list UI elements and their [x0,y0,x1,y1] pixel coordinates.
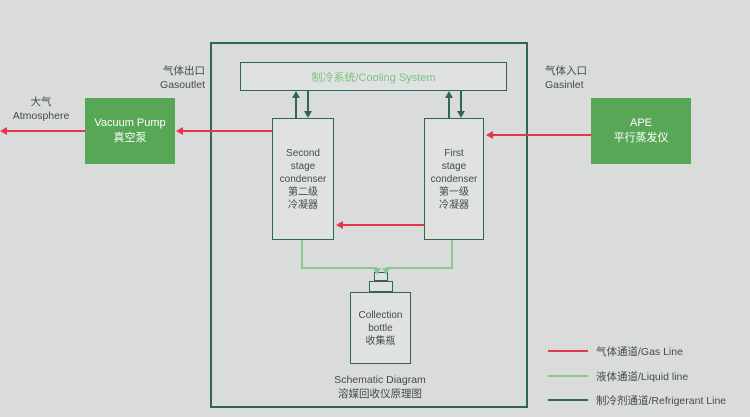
schematic-caption: Schematic Diagram 溶媒回收仪原理图 [334,374,426,400]
refrigerant-line-condenser1-return [448,98,450,118]
legend-liquid-line-swatch [548,375,588,377]
refrigerant-arrow-down-condenser2 [304,111,312,118]
refrigerant-arrow-up-condenser2 [292,91,300,98]
refrigerant-line-condenser1-supply [460,91,462,111]
first-stage-condenser: First stage condenser 第一级 冷凝器 [424,118,484,240]
cooling-system-label: 制冷系统/Cooling System [311,71,436,84]
second-stage-condenser: Second stage condenser 第二级 冷凝器 [272,118,334,240]
vacuum-pump-box: Vacuum Pump 真空泵 [85,98,175,164]
refrigerant-arrow-down-condenser1 [457,111,465,118]
gas-line-ape-to-condenser1 [492,134,591,136]
liquid-arrow-into-bottle-right [382,268,390,275]
system-boundary [210,42,528,408]
bottle-cap [374,272,388,281]
refrigerant-line-condenser2-supply [307,91,309,111]
legend-gas-line-label: 气体通道/Gas Line [596,346,683,358]
refrigerant-arrow-up-condenser1 [445,91,453,98]
liquid-line-condenser2-down [301,240,303,268]
gas-line-condenser2-to-pump [182,130,272,132]
collection-bottle-label: Collection bottle 收集瓶 [358,309,403,347]
collection-bottle: Collection bottle 收集瓶 [350,292,411,364]
gas-arrow-into-pump [176,127,183,135]
atmosphere-label: 大气 Atmosphere [12,96,70,122]
legend-gas-line-swatch [548,350,588,352]
gas-arrow-into-condenser2 [336,221,343,229]
liquid-line-condenser2-to-bottle [301,267,377,269]
liquid-arrow-into-bottle-left [373,268,381,275]
ape-label: APE 平行蒸发仪 [613,117,669,144]
gas-inlet-label: 气体入口 Gasinlet [545,65,587,91]
legend-refrigerant-line-label: 制冷剂通道/Refrigerant Line [596,395,727,407]
legend-refrigerant-line-swatch [548,399,588,401]
gas-line-condenser1-to-condenser2 [342,224,424,226]
liquid-line-condenser1-down [451,240,453,268]
cooling-system-box: 制冷系统/Cooling System [240,62,507,91]
ape-box: APE 平行蒸发仪 [591,98,691,164]
legend-liquid-line-label: 液体通道/Liquid line [596,371,689,383]
liquid-line-condenser1-to-bottle [386,267,453,269]
gas-arrow-into-condenser1 [486,131,493,139]
second-stage-condenser-label: Second stage condenser 第二级 冷凝器 [279,147,327,211]
first-stage-condenser-label: First stage condenser 第一级 冷凝器 [430,147,478,211]
gas-arrow-to-atmosphere [0,127,7,135]
vacuum-pump-label: Vacuum Pump 真空泵 [94,117,166,144]
gas-outlet-label: 气体出口 Gasoutlet [160,65,205,91]
bottle-neck [369,281,393,292]
refrigerant-line-condenser2-return [295,98,297,118]
gas-line-pump-to-atmosphere [6,130,85,132]
